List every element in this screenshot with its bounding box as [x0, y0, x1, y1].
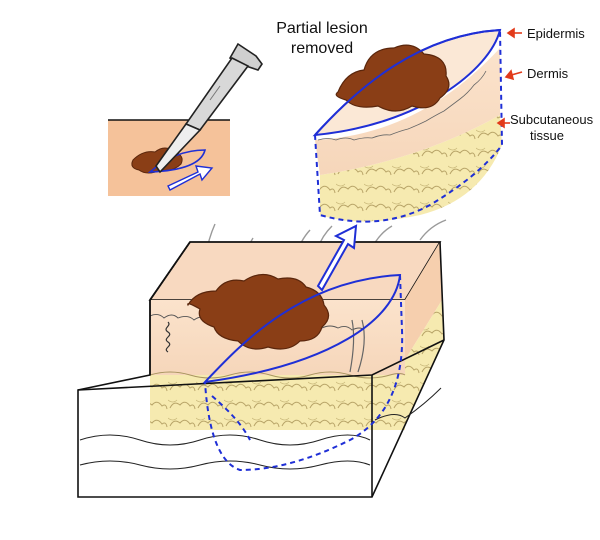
right-face-dermis [405, 242, 442, 360]
excision-arrow-icon [316, 224, 358, 292]
lesion-specimen [335, 44, 450, 112]
specimen-fat [320, 115, 502, 222]
scalpel-icon [155, 42, 263, 174]
front-fat [150, 375, 405, 430]
diagram-title-line1: Partial lesion [276, 20, 368, 37]
right-face-fat [405, 300, 444, 425]
lesion-main [187, 273, 330, 350]
diagram-title-line2: removed [290, 40, 354, 57]
subcutaneous-label-line2: tissue [530, 128, 564, 143]
specimen-dermis [315, 48, 500, 175]
follicle [165, 321, 171, 353]
label-arrows [496, 27, 523, 129]
epidermis-label: Epidermis [527, 26, 585, 41]
excision-outline [202, 273, 404, 472]
dermis-label: Dermis [527, 66, 569, 81]
subcutaneous-label-line1: Subcutaneous [510, 112, 594, 127]
scalpel-inset [108, 119, 230, 196]
removed-specimen [312, 28, 504, 223]
skin-block [77, 219, 447, 498]
